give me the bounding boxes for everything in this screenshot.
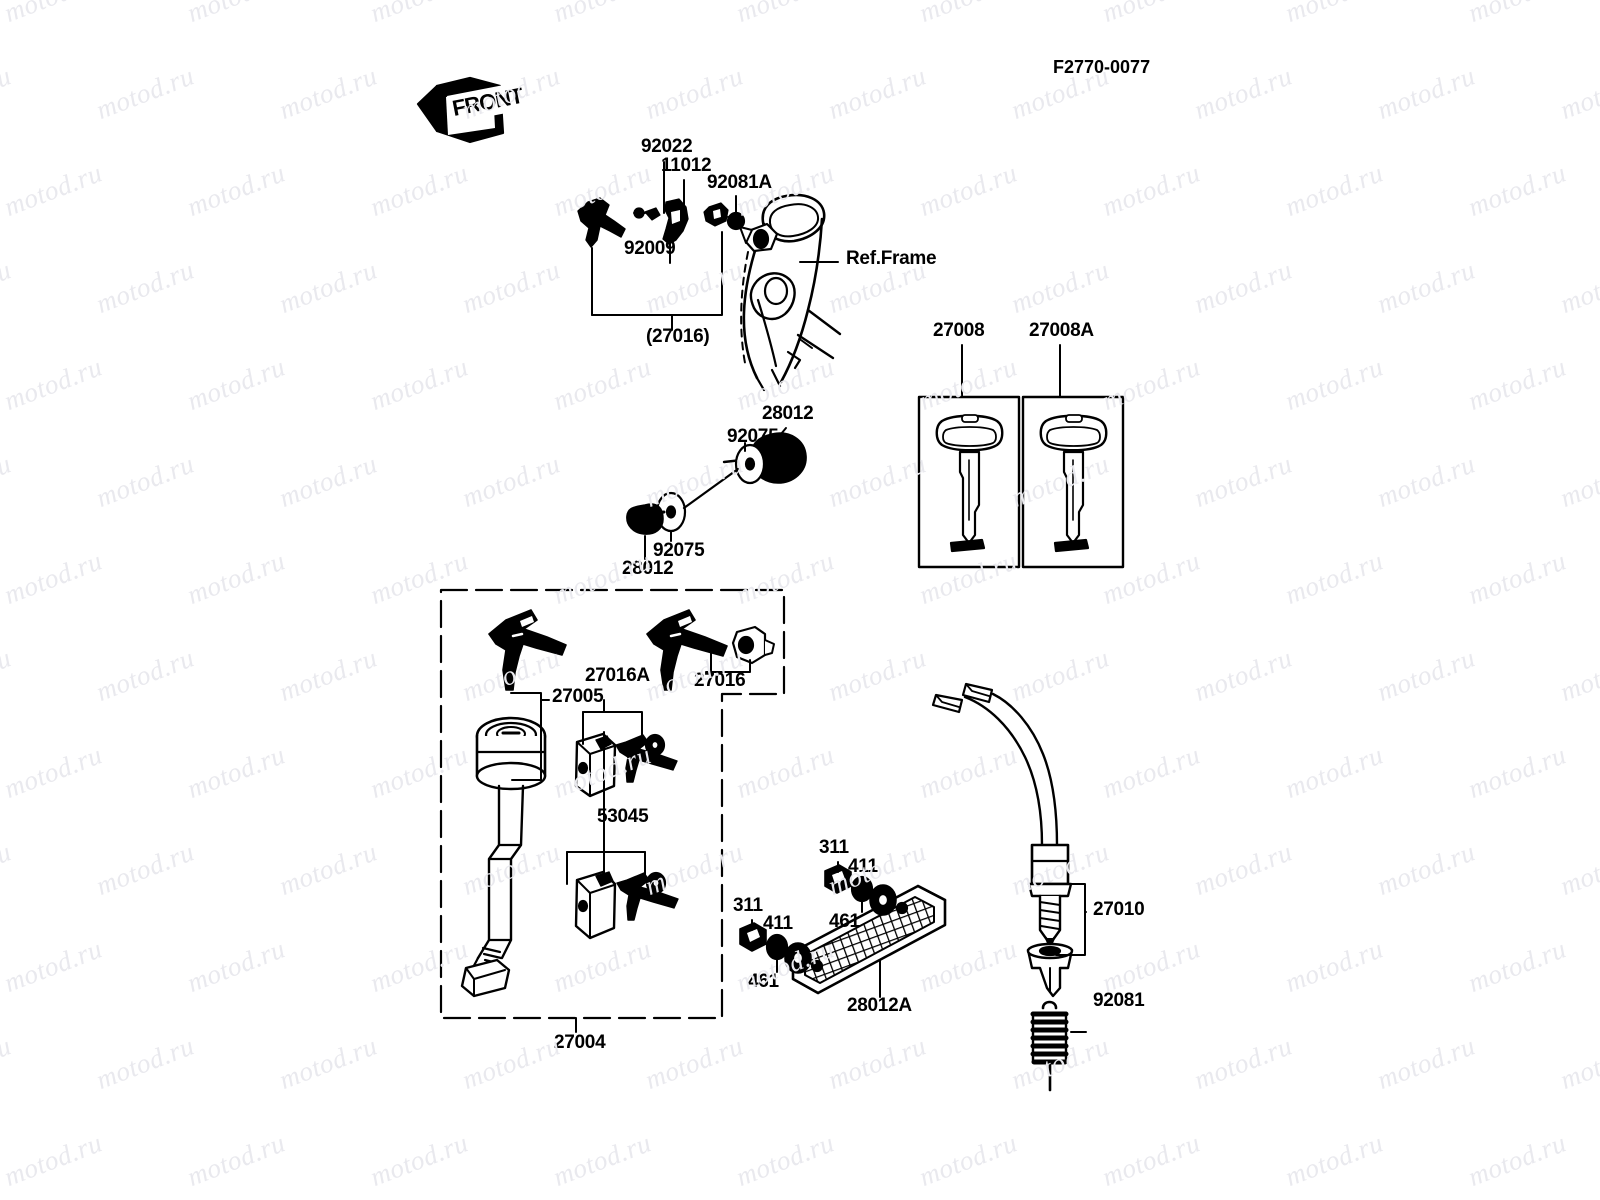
ignition-switch-27005 (460, 716, 547, 998)
part-label-28012-lower: 28012 (622, 558, 674, 579)
part-92081A-pin (703, 202, 746, 231)
reflector-fastener-lower (739, 922, 824, 974)
part-label-411-upper: 411 (848, 856, 878, 877)
key-pair-right (646, 609, 728, 691)
part-label-11012: 11012 (661, 155, 712, 176)
part-label-461-lower: 461 (748, 971, 779, 992)
part-label-27016-bracket: (27016) (646, 326, 710, 347)
spring-92081 (1030, 1000, 1069, 1092)
part-11012-cover (662, 198, 689, 245)
bracket-27016 (591, 231, 723, 331)
steering-head-frame (739, 193, 842, 392)
part-92022-clip (633, 207, 661, 221)
part-label-53045: 53045 (597, 806, 649, 827)
reflector-fastener-upper (824, 864, 909, 916)
reference-label-frame: Ref.Frame (846, 248, 937, 269)
part-label-27016-box: 27016 (694, 670, 746, 691)
lock-set-boundary-27004 (439, 588, 786, 1033)
reflector-hardware-lower (626, 491, 687, 535)
part-label-28012A: 28012A (847, 995, 912, 1016)
part-label-27010: 27010 (1093, 899, 1145, 920)
key-card-27008A (1021, 395, 1125, 569)
part-label-92022: 92022 (641, 136, 693, 157)
part-label-28012-upper: 28012 (762, 403, 814, 424)
rear-reflector-28012A (791, 884, 947, 995)
part-label-311-upper: 311 (819, 837, 849, 858)
lock-body-27016A (574, 732, 678, 798)
part-92009-key (577, 197, 626, 248)
part-label-92081A: 92081A (707, 172, 772, 193)
key-card-27008 (917, 395, 1021, 569)
part-label-92075-upper: 92075 (727, 426, 779, 447)
lock-cap-27016 (731, 625, 775, 665)
part-label-27004: 27004 (554, 1032, 606, 1053)
part-label-27008A: 27008A (1029, 320, 1094, 341)
reflector-hardware-upper (722, 432, 807, 485)
part-label-27016A: 27016A (585, 665, 650, 686)
part-label-92009: 92009 (624, 238, 676, 259)
part-label-27005: 27005 (552, 686, 604, 707)
part-label-92075-lower: 92075 (653, 540, 705, 561)
lock-body-53045 (574, 870, 679, 940)
part-label-311-lower: 311 (733, 895, 763, 916)
key-pair-left (488, 609, 567, 691)
sheet-code-label: F2770-0077 (1053, 57, 1151, 77)
part-label-461-upper: 461 (829, 911, 860, 932)
part-label-411-lower: 411 (763, 913, 793, 934)
part-label-27008: 27008 (933, 320, 985, 341)
part-label-92081: 92081 (1093, 990, 1145, 1011)
